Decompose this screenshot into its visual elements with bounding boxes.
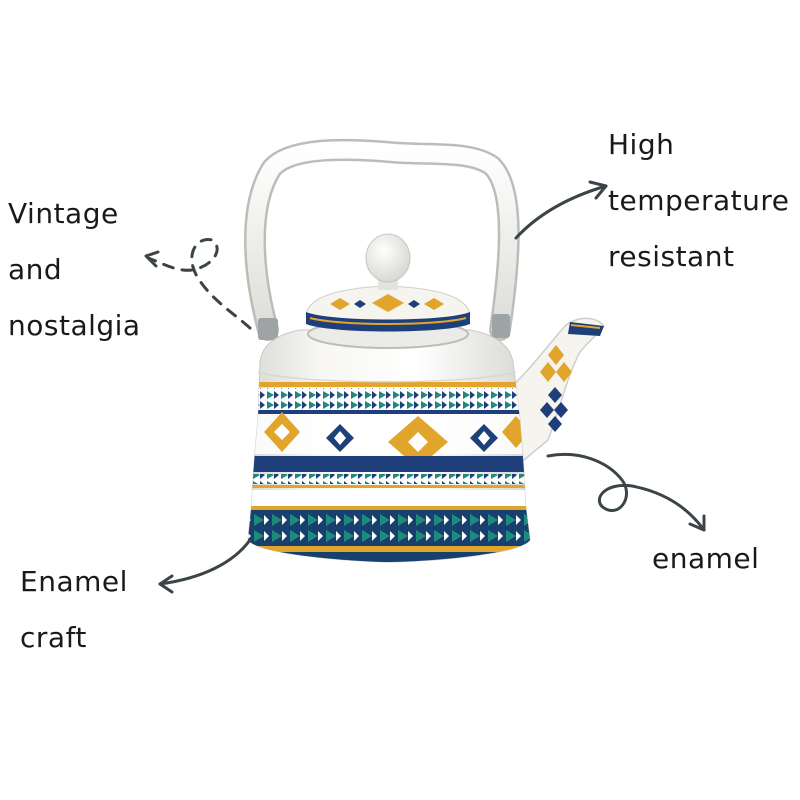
kettle-body (247, 329, 531, 563)
label-line: and (8, 253, 63, 286)
label-line: craft (20, 621, 87, 654)
label-line: enamel (652, 542, 760, 575)
kettle-spout (509, 317, 605, 472)
label-line: temperature (608, 184, 790, 217)
kettle-lid (305, 285, 471, 349)
label-enamel: enamel (652, 531, 759, 587)
kettle-handle (244, 138, 520, 341)
label-vintage-and-nostalgia: Vintage and nostalgia (8, 186, 141, 354)
arrow-enamel (546, 452, 706, 532)
arrow-vintage (144, 238, 252, 330)
label-line: Enamel (20, 565, 128, 598)
arrow-high-temperature (514, 180, 608, 240)
label-high-temperature-resistant: High temperature resistant (608, 117, 790, 285)
label-line: resistant (608, 240, 735, 273)
label-enamel-craft: Enamel craft (20, 554, 128, 666)
label-line: nostalgia (8, 309, 141, 342)
label-line: Vintage (8, 197, 119, 230)
lid-knob (365, 233, 411, 290)
arrow-enamel-craft (158, 538, 252, 594)
label-line: High (608, 128, 675, 161)
